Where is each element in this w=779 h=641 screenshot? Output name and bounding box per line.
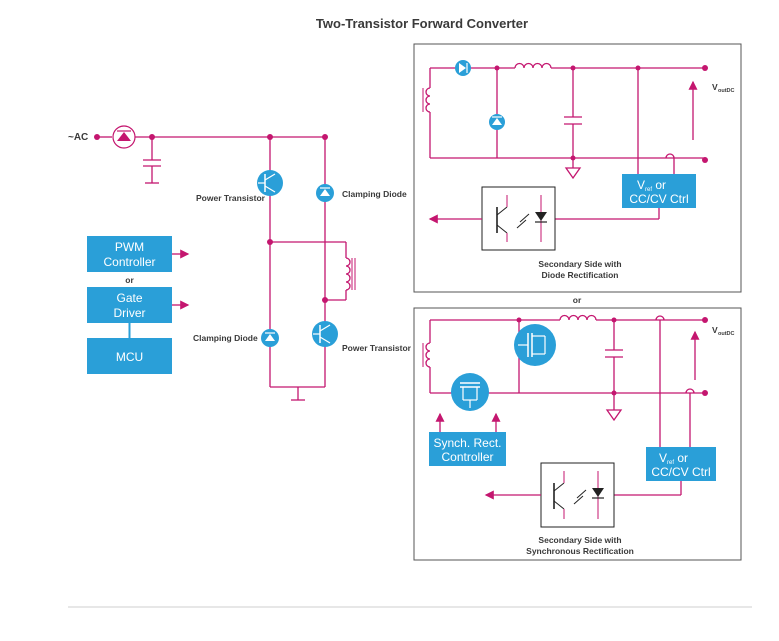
synch-rect-line2: Controller: [441, 450, 493, 464]
diode-caption-line2: Diode Rectification: [542, 270, 619, 280]
sync-caption-line1: Secondary Side with: [538, 535, 621, 545]
controller-blocks: PWM Controller or Gate Driver MCU: [87, 236, 190, 374]
gate-driver-line1: Gate: [116, 291, 142, 305]
power-transistor-bottom-label: Power Transistor: [342, 343, 412, 353]
svg-text:Vref or: Vref or: [659, 451, 688, 466]
vout-label-top: V: [712, 82, 718, 92]
pwm-controller-line1: PWM: [115, 240, 144, 254]
synch-rect-controller-block: [429, 432, 506, 466]
pwm-controller-block: [87, 236, 172, 272]
optocoupler-icon-top: [481, 186, 556, 251]
gate-driver-line2: Driver: [114, 306, 146, 320]
pwm-controller-line2: Controller: [103, 255, 155, 269]
input-capacitor-symbol: [143, 137, 161, 184]
svg-text:Vref or: Vref or: [637, 178, 666, 193]
transformer-primary-symbol: [270, 241, 356, 301]
primary-side: ~AC Power Transistor: [68, 125, 412, 401]
vref-sub-top: ref: [645, 187, 652, 193]
vref-label-bottom: V: [659, 451, 667, 465]
clamping-diode-top-label: Clamping Diode: [342, 189, 407, 199]
vref-cccv-block-top: [622, 174, 696, 208]
ac-input-label: ~AC: [68, 132, 88, 143]
clamping-diode-bottom-icon: [261, 329, 279, 347]
clamping-diode-top-icon: [316, 184, 334, 202]
bridge-rectifier-symbol: [112, 125, 136, 149]
synchronous-rectification-panel: V outDC Vref or CC/CV Ctrl Synch. Rect. …: [413, 307, 742, 561]
freewheel-diode-icon: [489, 114, 505, 130]
synch-rect-line1: Synch. Rect.: [433, 436, 501, 450]
vref-or-bottom: or: [674, 451, 688, 465]
vout-sub-top: outDC: [718, 88, 735, 94]
vref-label-top: V: [637, 178, 645, 192]
optocoupler-icon-bottom: [540, 462, 615, 528]
diode-rectification-panel: V outDC Vref or CC/CV Ctrl Secondary Sid…: [413, 43, 742, 293]
sync-mosfet-freewheel-icon: [514, 324, 556, 366]
diagram-title: Two-Transistor Forward Converter: [316, 16, 528, 31]
power-transistor-top-icon: [257, 170, 283, 196]
or-label-left: or: [125, 275, 134, 285]
mcu-block: [87, 338, 172, 374]
power-transistor-top-label: Power Transistor: [196, 193, 266, 203]
clamping-diode-bottom-label: Clamping Diode: [193, 333, 258, 343]
vref-sub-bottom: ref: [667, 460, 674, 466]
vref-cccv-block-bottom: [646, 447, 716, 481]
rectifier-diode-icon: [455, 60, 471, 76]
or-label-panels: or: [573, 295, 582, 305]
vout-label-bottom: V: [712, 325, 718, 335]
mcu-label: MCU: [116, 350, 143, 364]
diode-caption-line1: Secondary Side with: [538, 259, 621, 269]
cccv-label-top: CC/CV Ctrl: [629, 192, 688, 206]
vref-or-top: or: [652, 178, 666, 192]
power-transistor-bottom-icon: [312, 321, 338, 347]
vout-sub-bottom: outDC: [718, 331, 735, 337]
sync-mosfet-rectifier-icon: [451, 373, 489, 411]
cccv-label-bottom: CC/CV Ctrl: [651, 465, 710, 479]
gate-driver-block: [87, 287, 172, 323]
sync-caption-line2: Synchronous Rectification: [526, 546, 634, 556]
